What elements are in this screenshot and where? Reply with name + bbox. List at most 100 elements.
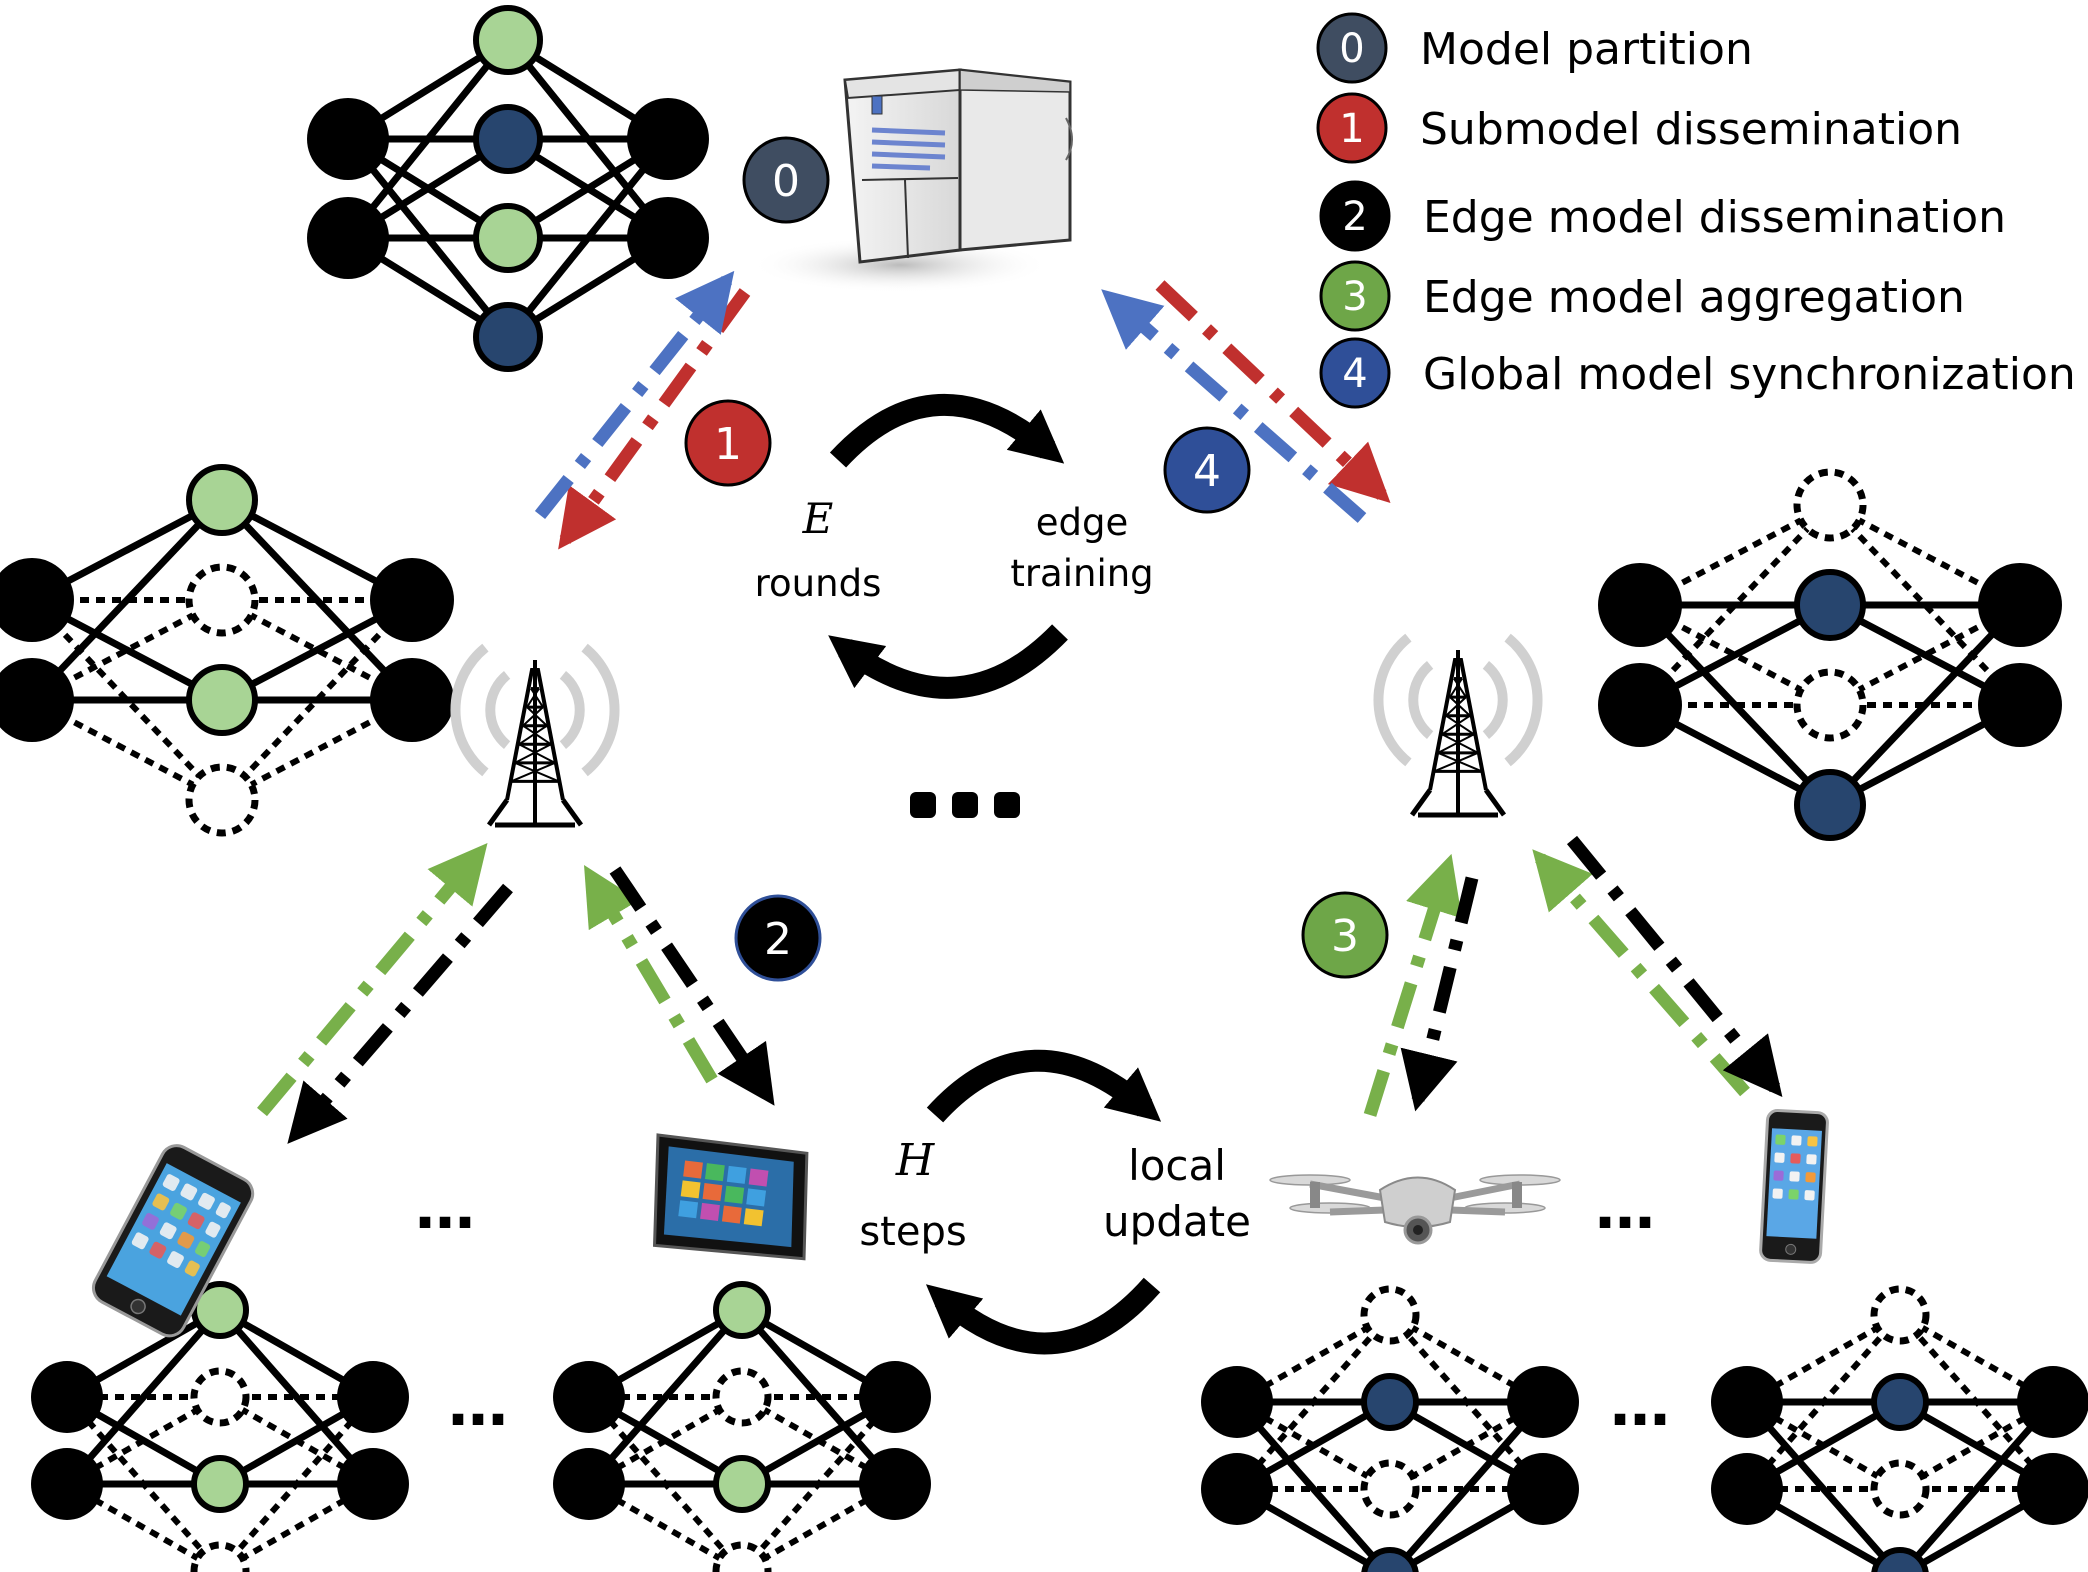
local-steps-word: steps xyxy=(859,1209,966,1255)
hidden-node xyxy=(1871,1373,1929,1431)
legend-item: 3 Edge model aggregation xyxy=(1319,260,1965,332)
hidden-node xyxy=(186,464,258,536)
hidden-node xyxy=(473,104,543,174)
io-node xyxy=(1711,1453,1783,1525)
badge-step-2: 2 xyxy=(734,894,822,982)
svg-text:3: 3 xyxy=(1342,274,1367,320)
io-node xyxy=(2017,1366,2088,1438)
hidden-node xyxy=(191,1455,249,1513)
io-node xyxy=(307,197,389,279)
svg-text:3: 3 xyxy=(1331,911,1359,962)
hidden-node-dropped xyxy=(185,763,259,837)
hidden-node-dropped xyxy=(712,1367,772,1427)
hidden-node xyxy=(1871,1547,1929,1572)
arrow-aggregation-tablet xyxy=(584,864,718,1084)
hidden-node xyxy=(1361,1547,1419,1572)
hidden-node-dropped xyxy=(1793,468,1867,542)
io-node xyxy=(0,658,74,742)
neural-network xyxy=(0,464,454,837)
neural-network xyxy=(1598,468,2062,841)
neural-network xyxy=(1201,1285,1579,1572)
hidden-node xyxy=(713,1455,771,1513)
svg-text:2: 2 xyxy=(764,914,792,965)
local-update-cycle xyxy=(925,1049,1162,1355)
hidden-node-dropped xyxy=(1360,1285,1420,1345)
io-node xyxy=(337,1448,409,1520)
hidden-node-dropped xyxy=(1870,1459,1930,1519)
legend-badge xyxy=(1316,92,1388,164)
hidden-node xyxy=(473,302,543,372)
io-node xyxy=(1201,1453,1273,1525)
hidden-node-dropped xyxy=(712,1541,772,1572)
legend-badge xyxy=(1319,180,1391,252)
ellipsis-middle xyxy=(910,792,1020,818)
io-node xyxy=(370,558,454,642)
io-node xyxy=(1507,1453,1579,1525)
svg-text:2: 2 xyxy=(1342,194,1367,240)
io-node xyxy=(859,1448,931,1520)
io-node xyxy=(553,1448,625,1520)
ellipsis-models-left: … xyxy=(448,1370,508,1440)
server-icon xyxy=(750,68,1073,293)
cell-tower-icon xyxy=(450,643,620,828)
io-node xyxy=(31,1448,103,1520)
io-node xyxy=(31,1361,103,1433)
legend-label: Submodel dissemination xyxy=(1420,104,1962,155)
arrow-global-sync-left xyxy=(534,270,735,520)
hidden-node-dropped xyxy=(1870,1285,1930,1345)
badge-step-3: 3 xyxy=(1301,891,1389,979)
hidden-node xyxy=(713,1281,771,1339)
hidden-node xyxy=(1361,1373,1419,1431)
ellipsis-models-right: … xyxy=(1610,1370,1670,1440)
io-node xyxy=(1711,1366,1783,1438)
arrow-aggregation-phone xyxy=(257,843,488,1117)
arrow-submodel-dissemination-right xyxy=(1155,280,1391,504)
edge-rounds-variable: E xyxy=(802,494,834,543)
svg-text:0: 0 xyxy=(772,156,800,207)
hidden-node-dropped xyxy=(190,1541,250,1572)
ellipsis-devices-left: … xyxy=(415,1173,475,1243)
io-node xyxy=(337,1361,409,1433)
svg-text:4: 4 xyxy=(1193,446,1221,497)
hidden-node xyxy=(1794,769,1866,841)
arrow-dissemination-phone xyxy=(287,883,513,1144)
badge-step-4: 4 xyxy=(1163,426,1251,514)
local-update-label-2: update xyxy=(1103,1197,1251,1246)
arrow-aggregation-phone-right xyxy=(1532,849,1750,1097)
smartphone-icon xyxy=(91,1144,255,1338)
arrow-dissemination-drone xyxy=(1400,876,1479,1112)
hidden-node-dropped xyxy=(185,563,259,637)
io-node xyxy=(627,98,709,180)
io-node xyxy=(1598,563,1682,647)
io-node xyxy=(1978,663,2062,747)
legend-label: Global model synchronization xyxy=(1423,349,2076,400)
edge-training-label-1: edge xyxy=(1036,501,1129,544)
badge-step-1: 1 xyxy=(684,399,772,487)
io-node xyxy=(1507,1366,1579,1438)
local-steps-variable: H xyxy=(895,1135,936,1186)
hidden-node xyxy=(473,5,543,75)
arrow-dissemination-tablet xyxy=(609,866,775,1106)
io-node xyxy=(1598,663,1682,747)
hidden-node-dropped xyxy=(1360,1459,1420,1519)
io-node xyxy=(1978,563,2062,647)
legend-label: Model partition xyxy=(1420,24,1753,75)
neural-network xyxy=(31,1281,409,1572)
edge-training-label-2: training xyxy=(1010,552,1153,595)
io-node xyxy=(2017,1453,2088,1525)
legend-label: Edge model aggregation xyxy=(1423,272,1965,323)
arrow-aggregation-drone xyxy=(1363,853,1462,1117)
edge-rounds-word: rounds xyxy=(755,562,882,605)
hidden-node xyxy=(186,664,258,736)
hidden-node-dropped xyxy=(190,1367,250,1427)
hidden-node-dropped xyxy=(1793,668,1867,742)
neural-network xyxy=(553,1281,931,1572)
arrow-global-sync-right xyxy=(1101,289,1367,523)
io-node xyxy=(0,558,74,642)
neural-network xyxy=(307,5,709,372)
comm-arrows xyxy=(257,270,1783,1144)
